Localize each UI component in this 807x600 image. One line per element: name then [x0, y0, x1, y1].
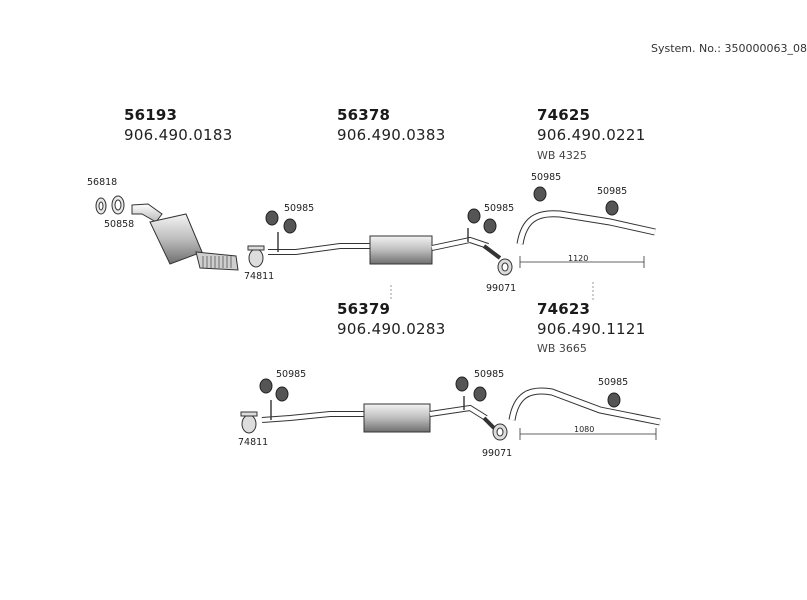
- label-50985-bottom-mid: 50985: [474, 369, 505, 380]
- label-50985-bottom-left: 50985: [276, 369, 307, 380]
- part-56193-ref: 906.490.0183: [124, 126, 233, 144]
- tail-connector-icon: [482, 416, 496, 430]
- part-74625-wb: WB 4325: [537, 149, 587, 162]
- rubber-mount-icon: [265, 210, 297, 234]
- clamp-icon: [497, 258, 513, 276]
- catalytic-converter-icon: [131, 203, 239, 271]
- part-56379-ref: 906.490.0283: [337, 320, 446, 338]
- clamp-icon: [492, 423, 508, 441]
- part-56193-number: 56193: [124, 106, 178, 124]
- part-74623-number: 74623: [537, 300, 591, 318]
- rubber-mount-icon: [259, 378, 289, 402]
- label-50985-top-right-a: 50985: [531, 172, 562, 183]
- rubber-mount-icon: [467, 208, 497, 234]
- part-74625-ref: 906.490.0221: [537, 126, 646, 144]
- tail-pipe-icon: [508, 387, 661, 426]
- dimension-line: [519, 428, 657, 440]
- part-56378-number: 56378: [337, 106, 391, 124]
- rubber-mount-icon: [533, 186, 619, 216]
- clamp-icon: [240, 411, 258, 434]
- middle-silencer-icon: [268, 228, 489, 265]
- part-56379-number: 56379: [337, 300, 391, 318]
- middle-silencer-icon: [261, 396, 488, 433]
- dimension-1080: 1080: [574, 425, 595, 434]
- part-74625-number: 74625: [537, 106, 591, 124]
- label-50858: 50858: [104, 219, 135, 230]
- label-74811-top: 74811: [244, 271, 275, 282]
- dimension-line: [519, 256, 645, 268]
- label-56818: 56818: [87, 177, 118, 188]
- tail-pipe-icon: [516, 210, 656, 245]
- tail-connector-icon: [482, 244, 502, 260]
- gasket-ring-icon: [111, 195, 125, 215]
- gasket-ring-icon: [95, 197, 107, 215]
- rubber-mount-icon: [607, 392, 621, 408]
- part-56378-ref: 906.490.0383: [337, 126, 446, 144]
- clamp-icon: [247, 245, 265, 268]
- label-50985-bottom-right: 50985: [598, 377, 629, 388]
- label-50985-top-mid: 50985: [484, 203, 515, 214]
- label-50985-top-right-b: 50985: [597, 186, 628, 197]
- system-number: System. No.: 350000063_08: [651, 42, 807, 55]
- label-50985-top-left: 50985: [284, 203, 315, 214]
- label-99071-top: 99071: [486, 283, 517, 294]
- part-74623-ref: 906.490.1121: [537, 320, 646, 338]
- part-74623-wb: WB 3665: [537, 342, 587, 355]
- rubber-mount-icon: [455, 376, 487, 402]
- label-99071-bottom: 99071: [482, 448, 513, 459]
- label-74811-bottom: 74811: [238, 437, 269, 448]
- dimension-1120: 1120: [568, 254, 589, 263]
